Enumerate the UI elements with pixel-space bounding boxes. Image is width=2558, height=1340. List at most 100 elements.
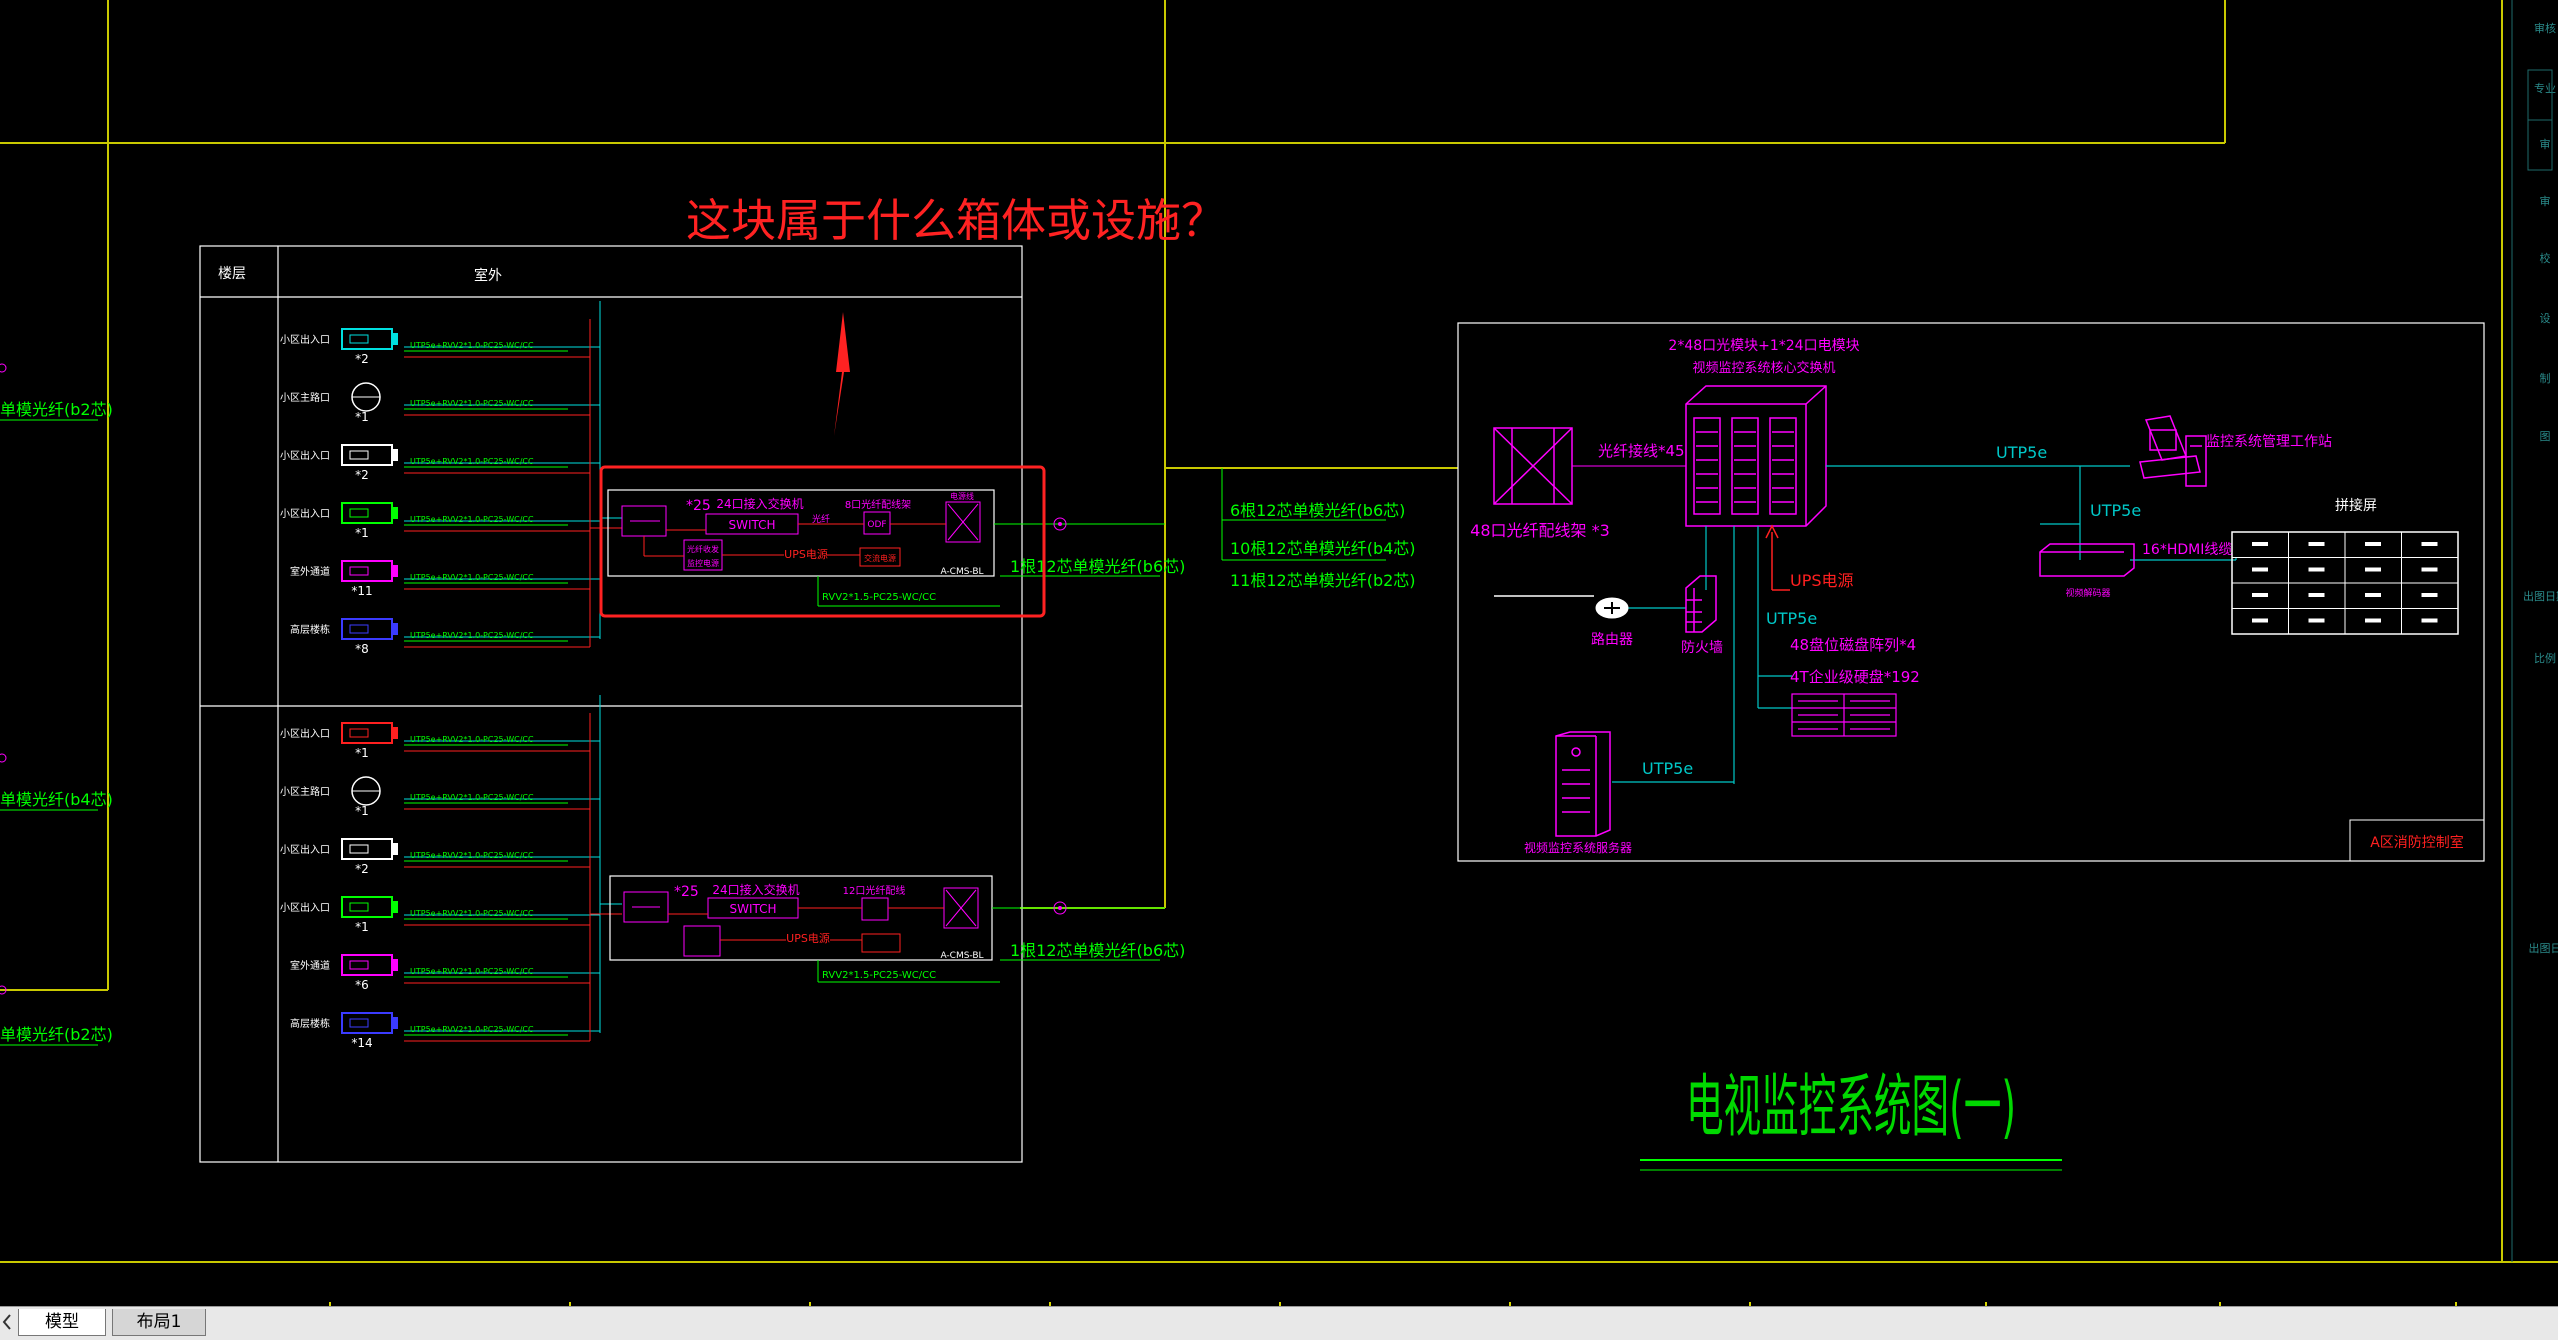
strip-text-7: 图: [2540, 430, 2551, 443]
strip-text-1: 专业: [2534, 81, 2556, 95]
camera-count: *1: [355, 920, 369, 934]
trunk-fiber-0: 6根12芯单模光纤(b6芯): [1230, 501, 1405, 520]
camera-label: 小区出入口: [280, 333, 330, 346]
camera-lens: [392, 333, 398, 345]
camera-count: *11: [351, 584, 372, 598]
camera-group-lower: 小区出入口*1UTP5e+RVV2*1.0-PC25-WC/CC小区主路口*1U…: [280, 695, 622, 1050]
video-wall-screen: [2309, 568, 2325, 572]
camera-lens: [392, 449, 398, 461]
box-upper-count: *25: [686, 498, 711, 514]
firewall-icon: [1686, 576, 1716, 632]
left-fiber-labels: 单模光纤(b2芯) 单模光纤(b4芯) 单模光纤(b2芯): [0, 364, 113, 1045]
distribution-box-upper[interactable]: *25 24口接入交换机 SWITCH 光纤收发 监控电源 光纤 8口光纤配线架…: [608, 490, 1185, 606]
storage-label-2: 4T企业级硬盘*192: [1790, 668, 1920, 686]
room-name: A区消防控制室: [2370, 834, 2464, 851]
camera-count: *14: [351, 1036, 372, 1050]
utp-label-3: UTP5e: [1642, 759, 1693, 778]
utp-label-1: UTP5e: [2090, 501, 2141, 520]
box-upper-switch-label: SWITCH: [728, 518, 775, 532]
video-wall-label: 拼接屏: [2335, 497, 2377, 514]
utp-label-2: UTP5e: [1766, 609, 1817, 628]
camera-label: 室外通道: [290, 959, 330, 972]
camera-label: 高层楼栋: [290, 623, 330, 636]
video-wall-screen: [2365, 593, 2381, 597]
video-wall-screen: [2422, 619, 2438, 623]
box-upper-item-5: 交流电源: [864, 553, 896, 563]
camera-count: *2: [355, 352, 369, 366]
camera-cable-label: UTP5e+RVV2*1.0-PC25-WC/CC: [410, 793, 534, 802]
box-upper-fiber-out: 1根12芯单模光纤(b6芯): [1010, 557, 1185, 576]
camera-count: *1: [355, 410, 369, 424]
tab-model[interactable]: 模型: [18, 1309, 106, 1336]
camera-label: 小区主路口: [280, 785, 330, 798]
camera-cable-label: UTP5e+RVV2*1.0-PC25-WC/CC: [410, 399, 534, 408]
camera-count: *2: [355, 468, 369, 482]
box-lower-switch-title: 24口接入交换机: [712, 882, 799, 897]
box-upper-item-1: 监控电源: [687, 558, 719, 568]
core-switch-title: 2*48口光模块+1*24口电模块: [1668, 338, 1859, 354]
box-lower-count: *25: [674, 884, 699, 900]
col-outdoor-header: 室外: [474, 267, 502, 284]
camera-lens: [392, 727, 398, 739]
camera-label: 小区出入口: [280, 901, 330, 914]
tab-layout-1[interactable]: 布局1: [112, 1309, 206, 1336]
video-wall-screen: [2365, 568, 2381, 572]
box-upper-ups: UPS电源: [784, 547, 828, 561]
video-wall: [2232, 532, 2458, 634]
camera-cable-label: UTP5e+RVV2*1.0-PC25-WC/CC: [410, 909, 534, 918]
camera-lens: [392, 901, 398, 913]
title-block-strip: 审核 专业 审 审 校 设 制 图 出图日期 比例 出图日: [2512, 0, 2558, 1262]
video-wall-screen: [2252, 593, 2268, 597]
camera-label: 高层楼栋: [290, 1017, 330, 1030]
camera-lens: [392, 565, 398, 577]
strip-text-4: 校: [2540, 251, 2551, 265]
server-label: 视频监控系统服务器: [1524, 840, 1632, 855]
strip-text-8: 出图日期: [2523, 589, 2558, 603]
firewall-label: 防火墙: [1681, 640, 1723, 656]
box-lower-odf-label: 12口光纤配线: [843, 884, 906, 897]
box-lower-cable: RVV2*1.5-PC25-WC/CC: [822, 970, 936, 981]
camera-lens: [392, 843, 398, 855]
trunk-fibers: 6根12芯单模光纤(b6芯) 10根12芯单模光纤(b4芯) 11根12芯单模光…: [1222, 468, 1416, 590]
col-floor-header: 楼层: [218, 266, 246, 282]
box-upper-odf-label: 8口光纤配线架: [845, 498, 911, 511]
camera-cable-label: UTP5e+RVV2*1.0-PC25-WC/CC: [410, 631, 534, 640]
camera-label: 小区出入口: [280, 507, 330, 520]
core-switch: [1686, 386, 1826, 526]
annotation-question: 这块属于什么箱体或设施？: [686, 194, 1226, 247]
distribution-box-lower[interactable]: *25 24口接入交换机 SWITCH 12口光纤配线 UPS电源 A-CMS-…: [610, 876, 1185, 982]
camera-count: *8: [355, 642, 369, 656]
camera-lens: [392, 623, 398, 635]
router-label: 路由器: [1591, 632, 1633, 648]
layout-tab-bar: 模型 布局1: [0, 1306, 2558, 1340]
tab-nav-left-icon[interactable]: [0, 1309, 14, 1335]
ups-arrow: [1766, 526, 1790, 590]
camera-lens: [392, 507, 398, 519]
box-upper-item-4: ODF: [867, 520, 886, 530]
box-upper-tag: A-CMS-BL: [940, 567, 983, 577]
video-wall-screen: [2422, 568, 2438, 572]
strip-text-3: 审: [2540, 194, 2551, 208]
box-upper-cable: RVV2*1.5-PC25-WC/CC: [822, 592, 936, 603]
core-switch-sub: 视频监控系统核心交换机: [1692, 360, 1835, 376]
camera-label: 小区出入口: [280, 727, 330, 740]
camera-group-upper: 小区出入口*2UTP5e+RVV2*1.0-PC25-WC/CC小区主路口*1U…: [280, 301, 622, 656]
camera-count: *1: [355, 804, 369, 818]
box-lower-tag: A-CMS-BL: [940, 951, 983, 961]
left-fiber-label-0: 单模光纤(b2芯): [0, 400, 113, 419]
storage-array-icon: [1792, 694, 1896, 736]
box-upper-item-6: 电源线: [950, 491, 974, 501]
camera-cable-label: UTP5e+RVV2*1.0-PC25-WC/CC: [410, 851, 534, 860]
camera-cable-label: UTP5e+RVV2*1.0-PC25-WC/CC: [410, 515, 534, 524]
video-wall-screen: [2309, 593, 2325, 597]
workstation-icon: [2140, 416, 2206, 486]
box-lower-switch-label: SWITCH: [729, 902, 776, 916]
video-wall-screen: [2252, 619, 2268, 623]
control-room[interactable]: A区消防控制室 48口光纤配线架 *3 光纤接线*45 2*48口光模块+1*2…: [1458, 323, 2484, 861]
camera-count: *2: [355, 862, 369, 876]
camera-count: *1: [355, 526, 369, 540]
workstation-label: 监控系统管理工作站: [2206, 434, 2332, 450]
camera-label: 小区出入口: [280, 843, 330, 856]
box-lower-fiber-out: 1根12芯单模光纤(b6芯): [1010, 941, 1185, 960]
